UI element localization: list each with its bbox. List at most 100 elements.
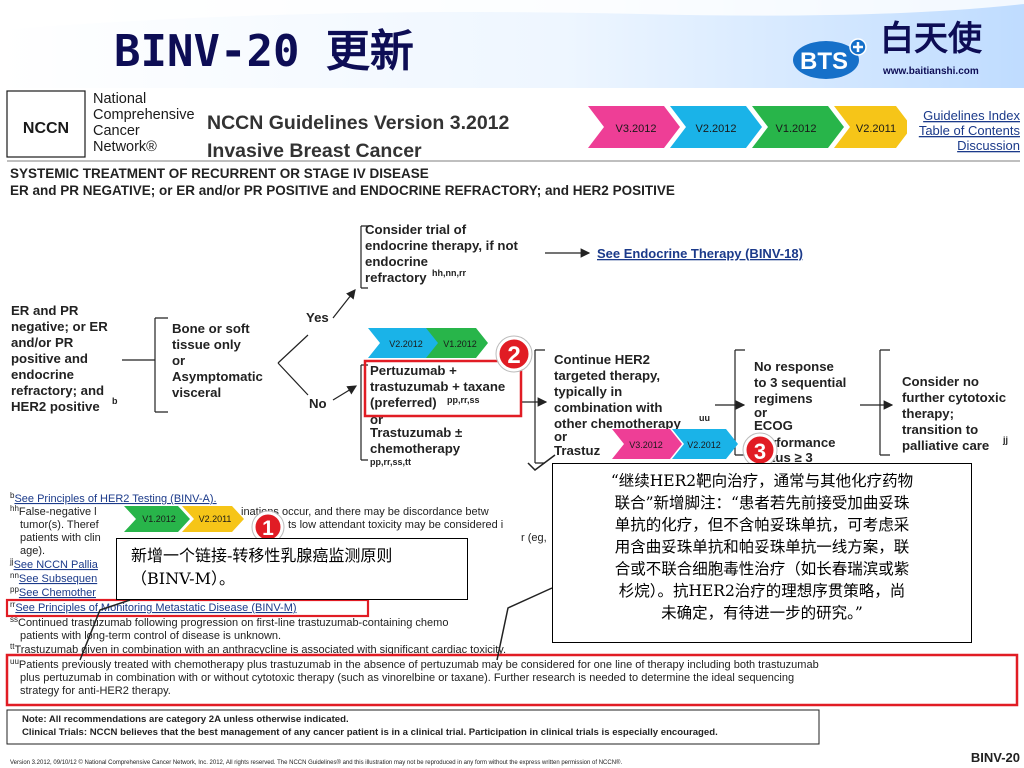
section-heading: SYSTEMIC TREATMENT OF RECURRENT OR STAGE… [10, 166, 429, 181]
version-tab[interactable] [672, 429, 738, 459]
section-subheading: ER and PR NEGATIVE; or ER and/or PR POSI… [10, 183, 675, 198]
svg-text:trastuzumab + taxane: trastuzumab + taxane [370, 379, 505, 394]
version-tab-label: V2.2012 [696, 123, 737, 135]
version-tab[interactable] [368, 328, 442, 358]
svg-text:endocrine therapy, if not: endocrine therapy, if not [365, 238, 519, 253]
version-tab-label: V1.2012 [776, 123, 817, 135]
badge-3: 3 [742, 432, 778, 468]
svg-text:endocrine: endocrine [11, 367, 74, 382]
logo-name: 白天使 [880, 19, 982, 59]
version-tab[interactable] [588, 106, 680, 148]
svg-text:endocrine: endocrine [365, 254, 428, 269]
footnote-nn: nnSee Subsequen [10, 571, 97, 585]
svg-text:b: b [112, 396, 118, 406]
logo-url: www.baitianshi.com [883, 66, 979, 77]
svg-text:positive and: positive and [11, 351, 88, 366]
footnote-b: bSee Principles of HER2 Testing (BINV-A)… [10, 491, 217, 505]
footnote-ss: ssContinued trastuzumab following progre… [10, 615, 448, 642]
guidelines-index-link[interactable]: Guidelines Index [923, 108, 1020, 123]
guideline-title: NCCN Guidelines Version 3.2012 [207, 112, 510, 134]
svg-text:inations occur, and there may: inations occur, and there may be discord… [241, 506, 489, 518]
guideline-subtitle: Invasive Breast Cancer [207, 140, 422, 162]
version-tab[interactable] [834, 106, 912, 148]
version-tab-label: V3.2012 [616, 123, 657, 135]
version-tab-label: V2.2011 [199, 514, 232, 524]
version-tab-label: V2.2012 [687, 440, 721, 450]
version-tab-label: V1.2012 [142, 514, 176, 524]
version-tab[interactable] [612, 429, 682, 459]
footnote-uu: uuPatients previously treated with chemo… [10, 657, 819, 697]
version-tab[interactable] [670, 106, 762, 148]
callout-right-line: 合或不联合细胞毒性治疗（如长春瑞滨或紫 [614, 560, 910, 578]
callout-right-line: 杉烷）。抗HER2治疗的理想序贯策略，尚 [618, 582, 906, 600]
svg-text:Asymptomatic: Asymptomatic [172, 369, 263, 384]
svg-text:tus ≥ 3: tus ≥ 3 [771, 450, 813, 465]
footnote-rr: rrSee Principles of Monitoring Metastati… [10, 600, 297, 614]
svg-text:further cytotoxic: further cytotoxic [902, 390, 1006, 405]
svg-text:ts low attendant toxicity may: ts low attendant toxicity may be conside… [288, 519, 503, 531]
callout-right-line: 联合”新增脚注：“患者若先前接受加曲妥珠 [614, 494, 910, 512]
version-tab[interactable] [752, 106, 844, 148]
svg-text:hhFalse-negative l: hhFalse-negative l [10, 504, 97, 518]
no-label: No [309, 396, 327, 411]
consider-palliative-node: Consider no further cytotoxic therapy; t… [902, 374, 1008, 453]
svg-text:or: or [754, 405, 767, 420]
svg-text:regimens: regimens [754, 391, 813, 406]
copyright-text: Version 3.2012, 09/10/12 © National Comp… [10, 759, 622, 766]
nccn-org-line: Comprehensive [93, 107, 195, 123]
svg-text:Trastuzumab ±: Trastuzumab ± [370, 425, 462, 440]
badge-2: 2 [495, 335, 533, 373]
endocrine-trial-node: Consider trial of endocrine therapy, if … [365, 222, 519, 285]
svg-text:1: 1 [262, 517, 274, 540]
patient-criteria-node: ER and PR negative; or ER and/or PR posi… [11, 303, 118, 414]
callout-right-line: 单抗的化疗，但不含帕妥珠单抗，可考虑采 [614, 516, 910, 534]
nccn-logo-abbr: NCCN [23, 120, 69, 137]
svg-text:hh,nn,rr: hh,nn,rr [432, 268, 466, 278]
svg-text:r (eg,: r (eg, [521, 532, 547, 544]
table-of-contents-link[interactable]: Table of Contents [919, 123, 1021, 138]
svg-text:jj: jj [1002, 435, 1008, 445]
footnote-hh: hhFalse-negative l tumor(s). Theref pati… [10, 504, 547, 557]
svg-text:typically in: typically in [554, 384, 622, 399]
callout-left: 新增一个链接-转移性乳腺癌监测原则 （BINV-M）。 [116, 538, 468, 600]
version-tab[interactable] [182, 506, 244, 532]
continue-her2-node: Continue HER2 targeted therapy, typicall… [554, 352, 710, 458]
svg-text:pp,rr,ss,tt: pp,rr,ss,tt [370, 457, 411, 467]
svg-text:age).: age). [20, 545, 45, 557]
svg-text:Consider trial of: Consider trial of [365, 222, 467, 237]
svg-text:No response: No response [754, 359, 834, 374]
svg-text:(preferred): (preferred) [370, 395, 437, 410]
version-tabs-left: V1.2012 V2.2011 [124, 506, 244, 532]
monitoring-link-highlight-box [5, 598, 370, 618]
svg-text:patients with clin: patients with clin [20, 532, 101, 544]
svg-text:negative; or ER: negative; or ER [11, 319, 108, 334]
svg-text:rformance: rformance [771, 435, 836, 450]
see-endocrine-therapy-link[interactable]: See Endocrine Therapy (BINV-18) [597, 246, 803, 261]
no-response-node: No response to 3 sequential regimens or … [754, 359, 846, 465]
version-tab-label: V3.2012 [629, 440, 663, 450]
nccn-org-line: Network® [93, 139, 157, 155]
svg-text:refractory: refractory [365, 270, 427, 285]
svg-text:Trastuz: Trastuz [554, 443, 601, 458]
svg-text:therapy;: therapy; [902, 406, 954, 421]
badge-1: 1 [251, 510, 285, 544]
svg-text:uu: uu [699, 413, 710, 423]
version-tab-label: V2.2011 [856, 123, 896, 135]
svg-text:uuPatients previously treated: uuPatients previously treated with chemo… [10, 657, 819, 671]
note-line-1: Note: All recommendations are category 2… [22, 714, 349, 725]
pertuzumab-regimen-node: Pertuzumab + trastuzumab + taxane (prefe… [370, 363, 505, 410]
slide-title: BINV-20 更新 [114, 26, 414, 77]
callout-left-line: （BINV-M）。 [131, 568, 235, 588]
version-tab-label: V1.2012 [443, 339, 477, 349]
discussion-link[interactable]: Discussion [957, 138, 1020, 153]
svg-text:or: or [554, 429, 567, 444]
note-box [6, 709, 820, 745]
nccn-org-line: Cancer [93, 123, 140, 139]
svg-text:ECOG: ECOG [754, 418, 793, 433]
version-tab[interactable] [426, 328, 488, 358]
bts-logo-text: BTS [800, 48, 848, 75]
svg-text:other chemotherapy: other chemotherapy [554, 416, 681, 431]
version-tab[interactable] [124, 506, 190, 532]
callout-right-line: 未确定，有待进一步的研究。” [661, 604, 863, 622]
callout-right-line: 用含曲妥珠单抗和帕妥珠单抗一线方案，联 [614, 538, 910, 556]
